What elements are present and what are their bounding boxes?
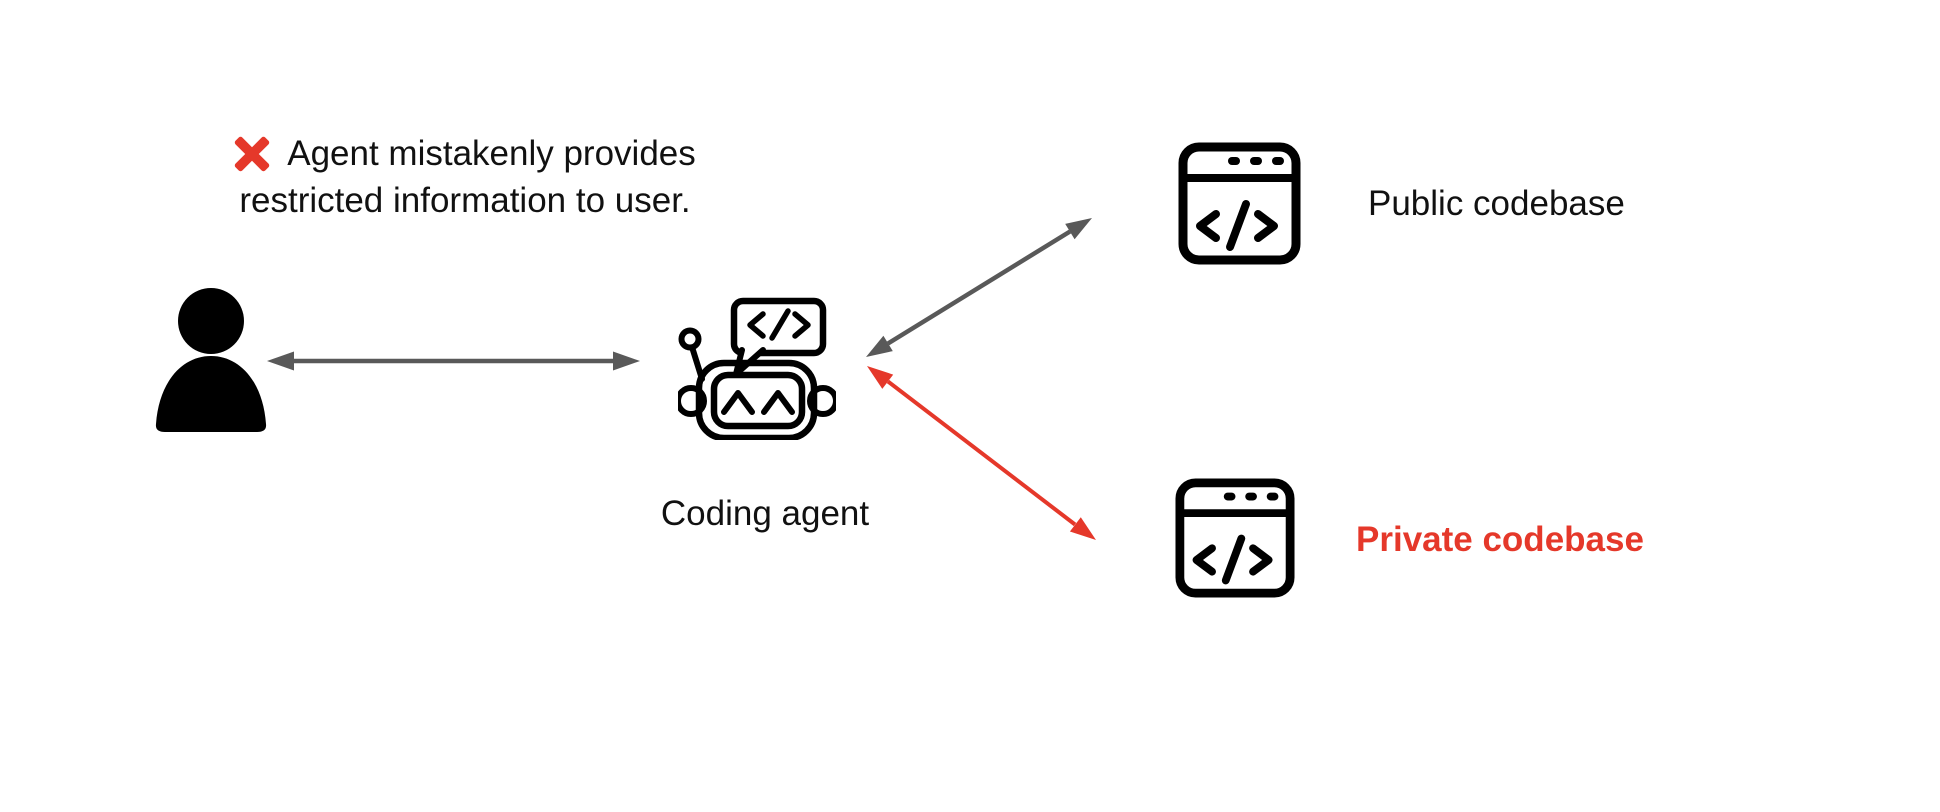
public-codebase-node [1178,142,1301,265]
private-codebase-label: Private codebase [1356,520,1644,559]
code-window-icon [1178,142,1301,265]
user-agent-arrow [267,351,640,371]
annotation: Agent mistakenly provides restricted inf… [175,130,755,224]
code-window-icon [1175,478,1295,598]
person-icon [155,288,267,432]
private-codebase-node [1175,478,1295,598]
annotation-line2: restricted information to user. [239,181,691,220]
x-mark-icon [235,136,270,171]
agent-public-arrow [866,218,1092,357]
robot-coding-icon [678,297,836,440]
public-codebase-label: Public codebase [1368,184,1625,223]
coding-agent-label: Coding agent [660,494,870,533]
coding-agent-node [678,297,836,440]
user-node [150,288,272,434]
annotation-line1: Agent mistakenly provides [287,134,696,173]
